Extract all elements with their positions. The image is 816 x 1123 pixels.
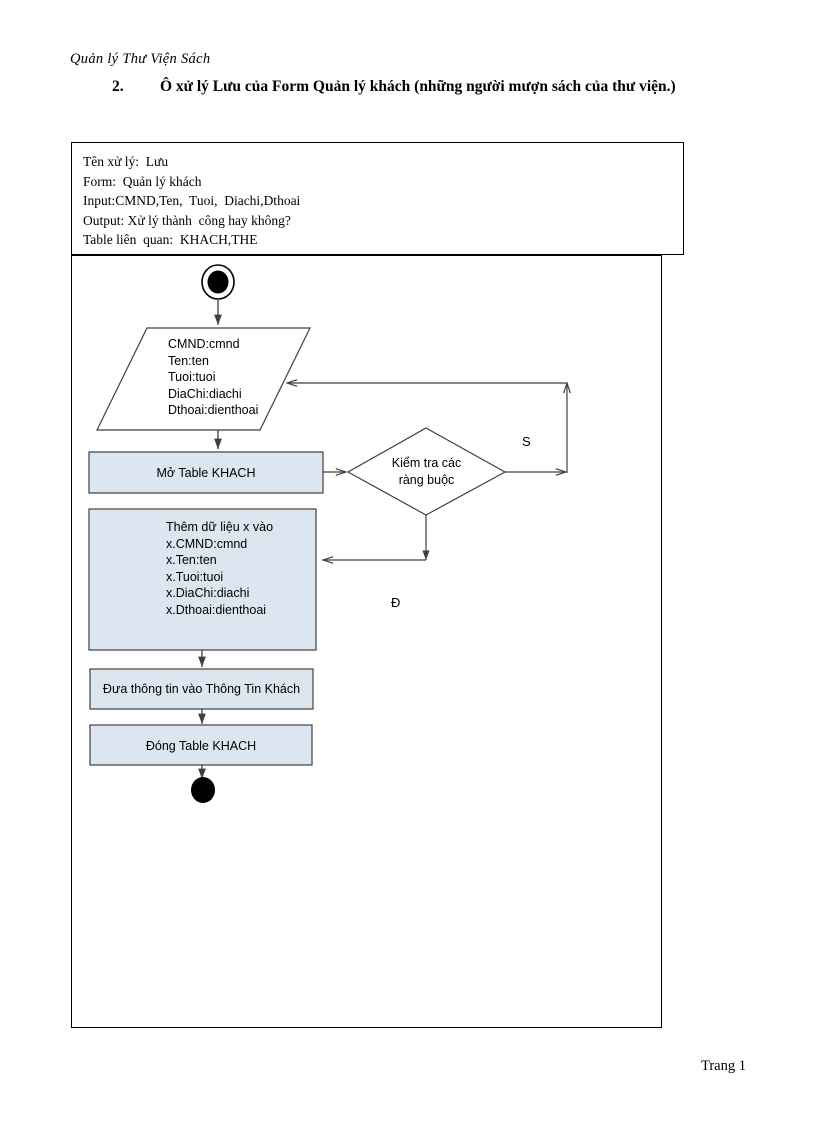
open-table-box [88, 451, 324, 494]
branch-label-no: S [522, 434, 531, 449]
page-footer: Trang 1 [701, 1058, 746, 1074]
process-info-box: Tên xử lý: Lưu Form: Quản lý khách Input… [71, 142, 684, 255]
input-parallelogram [96, 327, 311, 431]
section-number: 2. [112, 78, 124, 95]
page-title: 2. Ô xử lý Lưu của Form Quản lý khách (nh… [70, 75, 760, 98]
yes-branch-path [323, 515, 430, 560]
running-header: Quản lý Thư Viện Sách [70, 51, 211, 67]
process-info-text: Tên xử lý: Lưu Form: Quản lý khách Input… [83, 154, 301, 247]
section-title-text: Ô xử lý Lưu của Form Quản lý khách (nhữn… [160, 78, 676, 95]
close-table-box [89, 724, 313, 766]
flowchart-canvas: CMND:cmnd Ten:ten Tuoi:tuoi DiaChi:diach… [71, 255, 662, 1028]
start-node [201, 264, 235, 300]
branch-label-yes: Đ [391, 595, 401, 610]
show-info-box [89, 668, 314, 710]
add-data-box [88, 508, 317, 651]
decision-diamond [346, 427, 507, 516]
end-node [191, 777, 215, 803]
no-branch-path [287, 383, 567, 473]
